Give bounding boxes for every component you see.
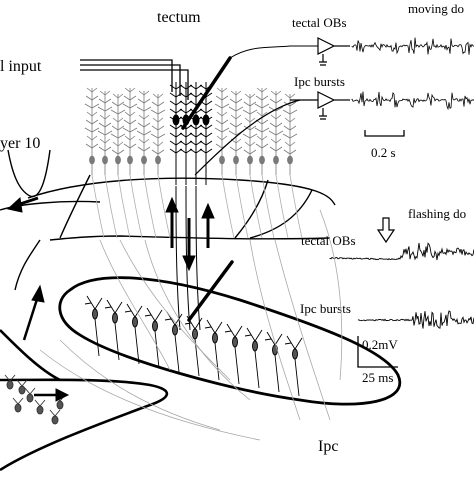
recorded-tectal-neuron bbox=[169, 82, 183, 185]
left-nucleus-neuron bbox=[16, 379, 28, 395]
visual-input-label: l input bbox=[0, 58, 42, 75]
left-nucleus-neuron bbox=[49, 409, 61, 425]
tectal-neuron bbox=[150, 93, 171, 239]
ipc-neuron bbox=[124, 303, 143, 365]
bottom-tectal-obs-label: tectal OBs bbox=[301, 233, 356, 248]
tectal-neuron bbox=[122, 87, 143, 239]
flashing-dot-label: flashing do bbox=[408, 206, 466, 221]
tectal-neuron bbox=[97, 90, 118, 239]
amplifier-top bbox=[317, 37, 350, 66]
scale-bars bbox=[357, 130, 405, 368]
bottom-ipc-bursts-label: Ipc bursts bbox=[300, 301, 351, 316]
moving-dot-label: moving do bbox=[408, 1, 464, 16]
lower-left-nucleus bbox=[0, 329, 169, 472]
top-tectal-obs-label: tectal OBs bbox=[292, 15, 347, 30]
top-ipc-bursts-label: Ipc bursts bbox=[294, 74, 345, 89]
flash-onset-arrow bbox=[376, 217, 396, 244]
tectum-label: tectum bbox=[157, 9, 201, 26]
amplifier-bottom bbox=[194, 91, 350, 176]
ipc-neuron bbox=[104, 299, 123, 361]
flashing-tectal-obs-trace bbox=[329, 242, 474, 261]
projection-arrows bbox=[6, 196, 215, 402]
flashing-ipc-bursts-trace bbox=[357, 310, 474, 329]
tectal-neuron bbox=[84, 87, 105, 239]
left-nucleus-neuron bbox=[4, 374, 16, 390]
recorded-tectal-neuron bbox=[199, 82, 213, 185]
faint-fibres bbox=[39, 209, 343, 441]
electrophysiology-traces bbox=[329, 37, 474, 329]
volt-time-scale-bar bbox=[357, 336, 398, 368]
left-nucleus-neuron bbox=[12, 397, 24, 413]
tectal-neuron-population bbox=[84, 82, 303, 239]
tectal-neuron bbox=[228, 90, 249, 239]
tectal-neuron bbox=[110, 93, 131, 239]
ipc-neuron bbox=[284, 335, 303, 397]
ipc-neuron bbox=[264, 331, 283, 393]
tectal-neuron bbox=[282, 93, 303, 239]
tectal-layer-boundaries bbox=[0, 149, 336, 291]
tectal-neuron bbox=[242, 93, 263, 239]
moving-tectal-obs-trace bbox=[351, 37, 474, 55]
ipc-neuron bbox=[84, 295, 103, 357]
tectal-neuron bbox=[254, 87, 275, 239]
moving-ipc-bursts-trace bbox=[351, 91, 474, 111]
tectal-neuron bbox=[214, 87, 235, 239]
left-nucleus-neuron bbox=[34, 399, 46, 415]
left-nucleus-neuron bbox=[24, 387, 36, 403]
left-nucleus-neurons bbox=[4, 374, 66, 425]
ipc-neuron bbox=[224, 323, 243, 385]
voltage-scale-label: 0.2mV bbox=[362, 337, 398, 352]
layer10-label: yer 10 bbox=[0, 135, 40, 152]
tectal-neuron bbox=[268, 90, 289, 239]
ipc-neuron bbox=[144, 307, 163, 369]
ipc-neuron bbox=[244, 327, 263, 389]
ipc-neuron bbox=[204, 319, 223, 381]
ipc-label: Ipc bbox=[318, 438, 338, 455]
top-time-scale-bar bbox=[364, 130, 405, 137]
top-time-scale-label: 0.2 s bbox=[371, 145, 396, 160]
tectal-neuron bbox=[136, 90, 157, 239]
ipc-nucleus-outline bbox=[58, 276, 402, 406]
bottom-time-scale-label: 25 ms bbox=[362, 370, 393, 385]
visual-input-fibers bbox=[80, 59, 189, 100]
